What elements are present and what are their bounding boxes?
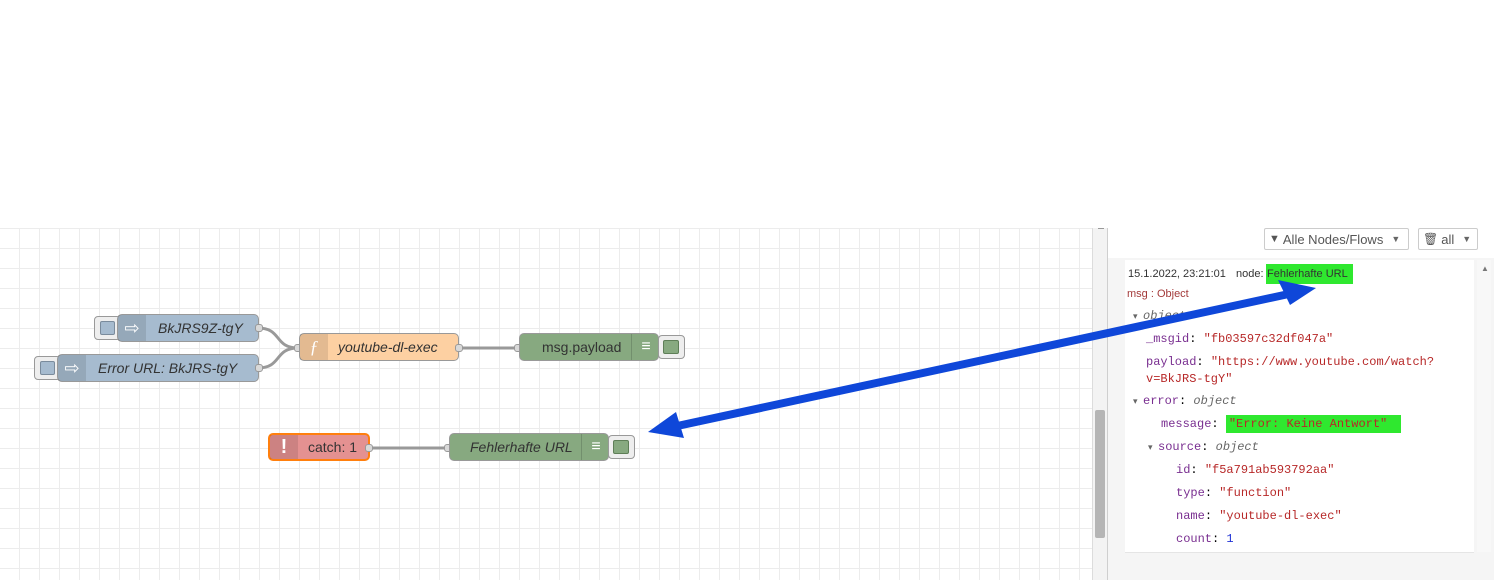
tree-root[interactable]: ▾ object	[1133, 309, 1186, 323]
catch-node[interactable]: ! catch: 1	[268, 433, 370, 461]
wire-inject1-function	[257, 326, 299, 350]
debug2-label: Fehlerhafte URL	[470, 439, 573, 455]
debug1-toggle-button[interactable]	[658, 335, 685, 359]
debug2-toggle-button[interactable]	[608, 435, 635, 459]
id-key: id	[1176, 463, 1191, 477]
catch-label: catch: 1	[308, 439, 358, 455]
tree-source-type: type: "function"	[1176, 486, 1292, 500]
arrow-up-icon: ▲	[1481, 264, 1489, 273]
function-icon: ƒ	[300, 334, 328, 360]
msgid-key: _msgid	[1146, 332, 1190, 346]
msgid-value: "fb03597c32df047a"	[1203, 332, 1334, 346]
debug-message: 15.1.2022, 23:21:01 node: Fehlerhafte UR…	[1125, 260, 1474, 553]
message-type: msg : Object	[1127, 288, 1189, 300]
name-value: "youtube-dl-exec"	[1219, 509, 1342, 523]
debug1-label: msg.payload	[542, 339, 622, 355]
tree-payload: payload: "https://www.youtube.com/watch?	[1146, 355, 1435, 369]
debug-sidebar: ▼ Alle Nodes/Flows ▼ 🗑 all ▼ 15.1.2022, …	[1107, 228, 1494, 580]
message-value: "Error: Keine Antwort"	[1225, 415, 1402, 433]
function-node[interactable]: ƒ youtube-dl-exec	[299, 333, 459, 361]
exclamation-icon: !	[270, 435, 298, 459]
name-key: name	[1176, 509, 1205, 523]
tree-msgid: _msgid: "fb03597c32df047a"	[1146, 332, 1334, 346]
arrow-right-icon: ⇨	[58, 355, 86, 381]
tree-payload-cont: v=BkJRS-tgY"	[1146, 372, 1232, 386]
tree-source-name: name: "youtube-dl-exec"	[1176, 509, 1342, 523]
message-key: message	[1161, 417, 1212, 431]
scrollbar-thumb[interactable]	[1095, 410, 1105, 538]
wire-inject2-function	[257, 346, 299, 370]
message-scrollbar[interactable]: ▲	[1477, 260, 1491, 552]
caret-down-icon: ▾	[1133, 397, 1138, 407]
source-type: object	[1215, 440, 1259, 454]
count-value: 1	[1226, 532, 1234, 546]
inject1-output-port[interactable]	[255, 324, 263, 332]
arrow-right-icon: ⇨	[118, 315, 146, 341]
error-type: object	[1193, 394, 1237, 408]
root-type: object	[1143, 309, 1187, 323]
inject1-label: BkJRS9Z-tgY	[158, 320, 243, 336]
payload-value-cont: v=BkJRS-tgY"	[1146, 372, 1233, 386]
debug-toolbar: ▼ Alle Nodes/Flows ▼ 🗑 all ▼	[1108, 228, 1494, 258]
list-icon: ≡	[631, 334, 660, 360]
filter-icon: ▼	[1269, 233, 1280, 245]
function-output-port[interactable]	[455, 344, 463, 352]
debug-node-fehlerhafte-url[interactable]: Fehlerhafte URL ≡	[449, 433, 609, 461]
tree-source[interactable]: ▾source: object	[1148, 440, 1259, 454]
inject2-label: Error URL: BkJRS-tgY	[98, 360, 238, 376]
inject-node-2[interactable]: ⇨ Error URL: BkJRS-tgY	[57, 354, 259, 382]
tree-source-count: count: 1	[1176, 532, 1234, 546]
message-timestamp: 15.1.2022, 23:21:01	[1128, 268, 1226, 280]
type-value: "function"	[1219, 486, 1292, 500]
trash-icon: 🗑	[1423, 232, 1439, 246]
chevron-down-icon: ▼	[1462, 234, 1472, 244]
tree-error-message: message: "Error: Keine Antwort"	[1161, 415, 1402, 433]
clear-dropdown[interactable]: 🗑 all ▼	[1418, 228, 1478, 250]
type-key: type	[1176, 486, 1205, 500]
function-label: youtube-dl-exec	[338, 339, 438, 355]
id-value: "f5a791ab593792aa"	[1204, 463, 1335, 477]
chevron-down-icon: ▼	[1391, 234, 1401, 244]
inject2-output-port[interactable]	[255, 364, 263, 372]
scrollbar-tick	[1098, 228, 1104, 229]
inject-node-1[interactable]: ⇨ BkJRS9Z-tgY	[117, 314, 259, 342]
flow-canvas[interactable]: ⇨ BkJRS9Z-tgY ⇨ Error URL: BkJRS-tgY ƒ y…	[0, 228, 1092, 580]
payload-key: payload	[1146, 355, 1197, 369]
message-node-link[interactable]: Fehlerhafte URL	[1266, 264, 1353, 284]
count-key: count	[1176, 532, 1213, 546]
filter-dropdown[interactable]: ▼ Alle Nodes/Flows ▼	[1264, 228, 1409, 250]
list-icon: ≡	[581, 434, 610, 460]
debug-node-msg-payload[interactable]: msg.payload ≡	[519, 333, 659, 361]
clear-label: all	[1441, 231, 1455, 247]
tree-source-id: id: "f5a791ab593792aa"	[1176, 463, 1335, 477]
catch-output-port[interactable]	[365, 444, 373, 452]
canvas-scrollbar[interactable]	[1092, 228, 1107, 580]
caret-down-icon: ▾	[1133, 312, 1138, 322]
source-key: source	[1158, 440, 1202, 454]
tree-error[interactable]: ▾error: object	[1133, 394, 1237, 408]
payload-value: "https://www.youtube.com/watch?	[1210, 355, 1435, 369]
wires	[257, 326, 518, 450]
caret-down-icon: ▾	[1148, 443, 1153, 453]
filter-label: Alle Nodes/Flows	[1282, 231, 1384, 247]
message-node-label: node:	[1236, 268, 1264, 280]
error-key: error	[1143, 394, 1180, 408]
